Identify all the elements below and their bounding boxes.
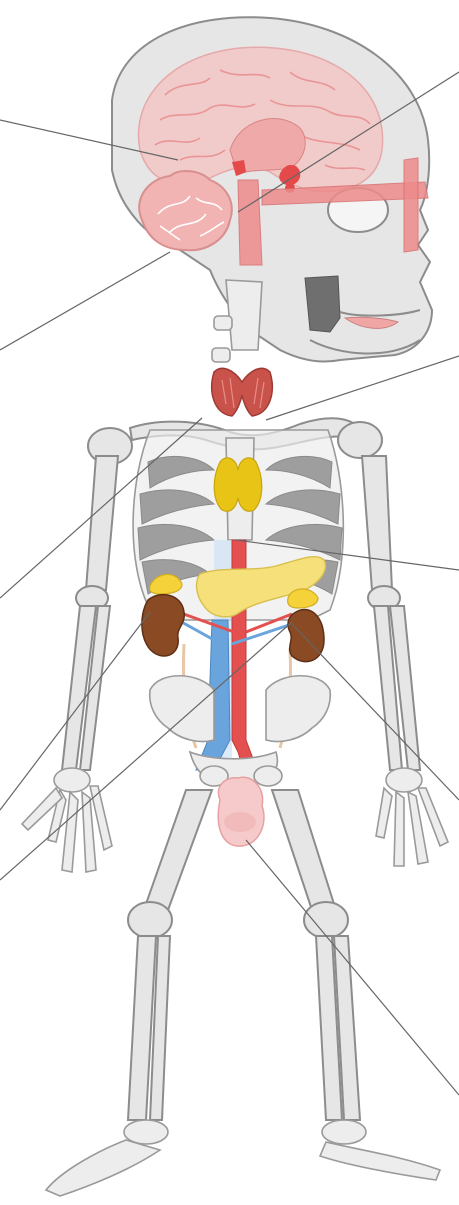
leader-line-thyroid bbox=[266, 356, 459, 420]
cervical-spine bbox=[212, 280, 262, 362]
nasal-cavity bbox=[305, 276, 340, 332]
left-arm bbox=[54, 456, 118, 792]
thyroid-icon bbox=[212, 368, 273, 416]
cerebellum-icon bbox=[139, 171, 232, 250]
testes-icon bbox=[218, 777, 264, 846]
leader-line-cerebellum bbox=[0, 252, 170, 350]
right-hand bbox=[376, 788, 448, 866]
left-hand bbox=[22, 786, 112, 872]
right-leg bbox=[272, 790, 440, 1180]
right-arm bbox=[362, 456, 422, 792]
